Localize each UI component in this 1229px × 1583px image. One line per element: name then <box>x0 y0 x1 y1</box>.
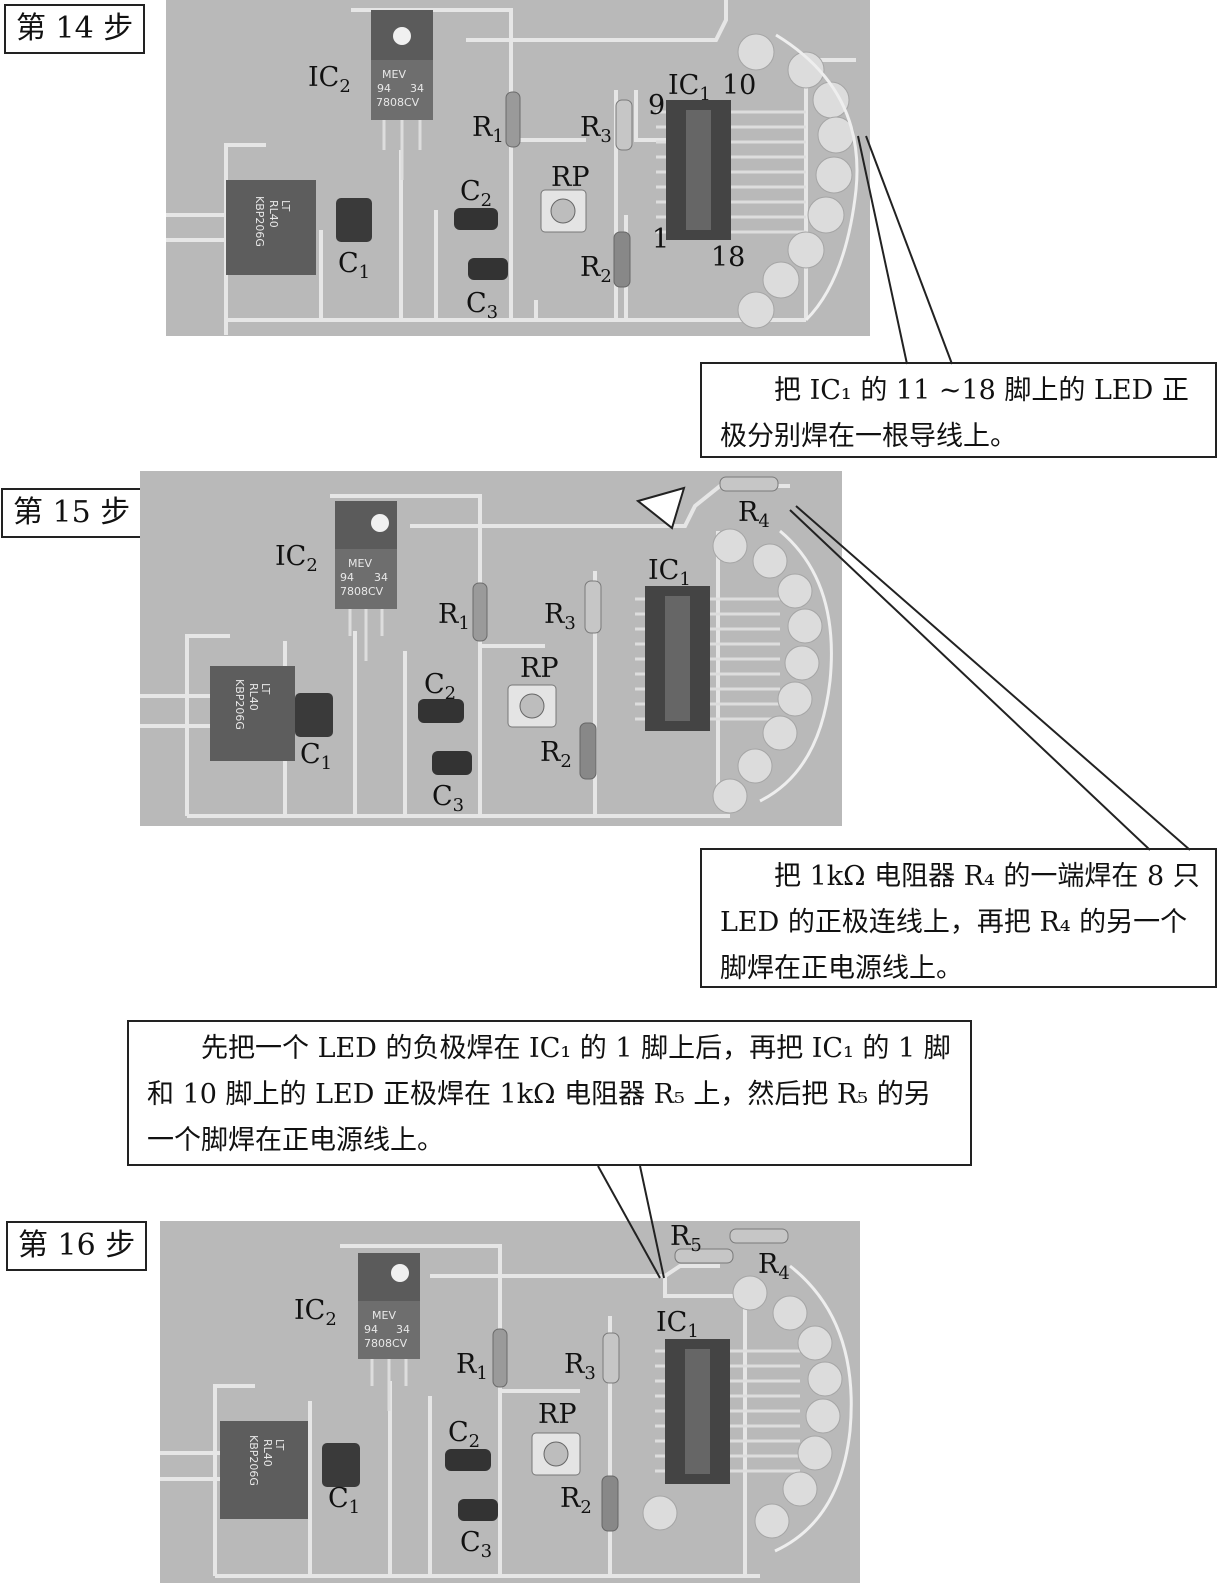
svg-text:RL40: RL40 <box>247 683 260 711</box>
c2-label: C2 <box>424 669 456 704</box>
step-14-callout: 把 IC₁ 的 11 ~18 脚上的 LED 正极分别焊在一根导线上。 <box>700 362 1217 458</box>
svg-text:MEV: MEV <box>372 1309 396 1322</box>
svg-text:KBP206G: KBP206G <box>233 679 246 730</box>
c2-capacitor <box>454 208 498 230</box>
ic1-label: IC1 <box>648 555 691 590</box>
rp-label: RP <box>551 162 590 193</box>
step-16-photo: MEV 94 34 7808CV LT RL40 KBP206G <box>160 1221 860 1583</box>
r3-label: R3 <box>544 599 576 634</box>
rp-label: RP <box>538 1399 577 1430</box>
bridge-rectifier: LT RL40 KBP206G <box>226 180 316 275</box>
c3-capacitor <box>468 258 508 280</box>
rp-label: RP <box>520 653 559 684</box>
c2-capacitor <box>418 699 464 723</box>
r3-label: R3 <box>564 1349 596 1384</box>
r2-resistor <box>613 231 631 288</box>
bridge-rectifier: LT RL40 KBP206G <box>210 666 295 761</box>
r1-label: R1 <box>472 112 504 147</box>
ic1-label: IC1 <box>668 70 711 105</box>
r3-label: R3 <box>580 112 612 147</box>
c3-capacitor <box>458 1499 498 1521</box>
svg-text:34: 34 <box>410 82 424 95</box>
r2-label: R2 <box>580 252 612 287</box>
ic2-label: IC2 <box>308 62 351 97</box>
r4-resistor <box>729 1228 789 1244</box>
svg-text:RL40: RL40 <box>261 1439 274 1467</box>
c1-label: C1 <box>338 248 370 283</box>
c2-label: C2 <box>460 176 492 211</box>
r1-resistor <box>492 1328 508 1388</box>
svg-text:RL40: RL40 <box>267 200 280 228</box>
c3-label: C3 <box>466 288 498 323</box>
ic2-label: IC2 <box>275 541 318 576</box>
ic2-regulator: MEV 94 34 7808CV <box>371 10 433 180</box>
r5-label: R5 <box>670 1221 702 1256</box>
ic2-regulator: MEV 94 34 7808CV <box>335 501 397 661</box>
svg-text:KBP206G: KBP206G <box>253 196 266 247</box>
step-14-photo: MEV 94 34 7808CV LT RL40 KBP206G <box>166 0 870 336</box>
svg-text:7808CV: 7808CV <box>340 585 384 598</box>
c1-capacitor <box>295 693 333 737</box>
r2-resistor <box>601 1475 619 1532</box>
c2-label: C2 <box>448 1417 480 1452</box>
svg-text:94: 94 <box>377 82 391 95</box>
c1-label: C1 <box>328 1483 360 1518</box>
r3-resistor <box>602 1332 620 1384</box>
svg-text:7808CV: 7808CV <box>364 1337 408 1350</box>
ic1-label: IC1 <box>656 1307 699 1342</box>
r1-resistor <box>472 582 488 642</box>
ic1-chip <box>635 586 780 731</box>
r4-label: R4 <box>738 497 770 532</box>
svg-text:MEV: MEV <box>348 557 372 570</box>
ic2-regulator: MEV 94 34 7808CV <box>358 1253 420 1411</box>
r1-label: R1 <box>438 599 470 634</box>
r4-label: R4 <box>758 1249 790 1284</box>
svg-text:7808CV: 7808CV <box>376 96 420 109</box>
ic2-label: IC2 <box>294 1295 337 1330</box>
r2-resistor <box>579 722 597 780</box>
c3-label: C3 <box>432 781 464 816</box>
led-arc <box>642 1264 853 1553</box>
svg-text:34: 34 <box>374 571 388 584</box>
c1-capacitor <box>336 198 372 242</box>
step-15-callout: 把 1kΩ 电阻器 R₄ 的一端焊在 8 只 LED 的正极连线上，再把 R₄ … <box>700 848 1217 988</box>
svg-text:34: 34 <box>396 1323 410 1336</box>
c1-label: C1 <box>300 739 332 774</box>
r5-resistor <box>674 1248 734 1264</box>
c1-capacitor <box>322 1443 360 1487</box>
c2-capacitor <box>445 1449 491 1471</box>
pin18-label: 18 <box>711 242 745 273</box>
svg-text:KBP206G: KBP206G <box>247 1435 260 1486</box>
pin1-label: 1 <box>652 224 669 255</box>
bridge-rectifier: LT RL40 KBP206G <box>220 1421 308 1519</box>
ic1-chip <box>656 100 806 240</box>
step-15-label: 第 15 步 <box>1 488 143 538</box>
ic1-chip <box>655 1339 800 1484</box>
pin10-label: 10 <box>722 70 756 101</box>
svg-text:LT: LT <box>259 683 272 695</box>
r2-label: R2 <box>540 737 572 772</box>
step-16-label: 第 16 步 <box>6 1221 148 1271</box>
r3-resistor <box>615 99 633 151</box>
c3-capacitor <box>432 751 472 775</box>
r1-resistor <box>505 91 521 148</box>
step-15-photo: MEV 94 34 7808CV LT RL40 KBP206G <box>140 471 842 826</box>
svg-text:94: 94 <box>364 1323 378 1336</box>
r1-label: R1 <box>456 1349 488 1384</box>
svg-text:94: 94 <box>340 571 354 584</box>
svg-text:LT: LT <box>279 200 292 212</box>
r3-resistor <box>584 580 602 634</box>
c3-label: C3 <box>460 1527 492 1562</box>
r2-label: R2 <box>560 1483 592 1518</box>
step-16-callout: 先把一个 LED 的负极焊在 IC₁ 的 1 脚上后，再把 IC₁ 的 1 脚和… <box>127 1020 972 1166</box>
pin9-label: 9 <box>648 90 665 121</box>
r4-resistor <box>719 476 779 492</box>
svg-text:LT: LT <box>273 1439 286 1451</box>
svg-text:MEV: MEV <box>382 68 406 81</box>
step-14-label: 第 14 步 <box>4 4 146 54</box>
led-arc <box>737 33 859 329</box>
